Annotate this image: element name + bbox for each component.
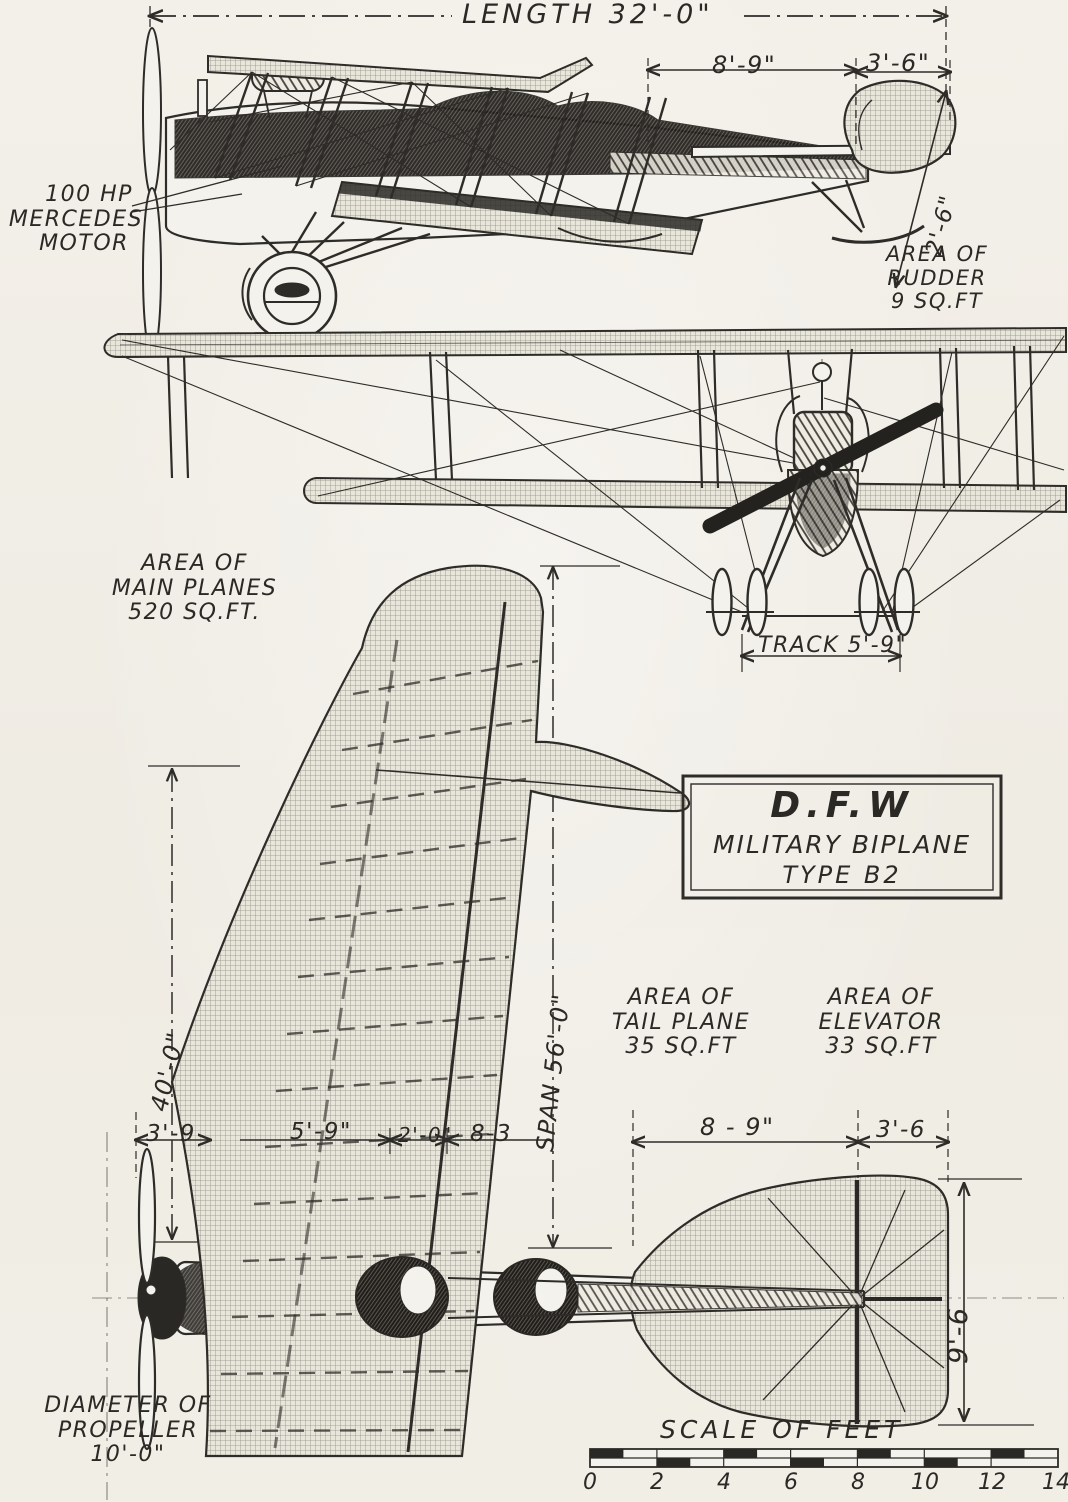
motor-label-line3: MOTOR — [39, 231, 129, 257]
scale-tick-14: 14 — [1042, 1470, 1068, 1495]
side-rudder — [843, 79, 957, 174]
rear-wheel-hint — [241, 267, 253, 321]
plan-main-wing — [170, 564, 691, 1458]
main-planes-area-label: AREA OF MAIN PLANES 520 SQ.FT. — [111, 551, 278, 626]
rear-spar — [273, 639, 399, 1449]
tail-dimensions — [648, 58, 950, 286]
plan-prop-blade-lower — [137, 1313, 157, 1451]
lower-wing-overlap-line — [375, 769, 681, 794]
track-dimension — [742, 634, 900, 672]
side-propeller-blade-upper — [142, 27, 162, 197]
propeller-diameter-label: DIAMETER OF PROPELLER 10'-0" — [44, 1393, 212, 1468]
plan-dimension-row — [136, 1110, 948, 1246]
elevator-cables — [762, 1189, 945, 1413]
scale-tick-12: 12 — [978, 1470, 1006, 1495]
motor-label: 100 HP MERCEDES MOTOR — [2, 182, 150, 257]
side-view — [131, 6, 957, 357]
front-lower-wing — [303, 476, 1067, 514]
scale-tick-4: 4 — [717, 1470, 731, 1495]
title-line1: D.F.W — [770, 785, 914, 826]
rudder-inner-line — [858, 99, 873, 151]
scale-tick-8: 8 — [851, 1470, 865, 1495]
side-lower-wing-leading-edge — [339, 181, 703, 232]
tailplane-dim-label: 8'-9" — [712, 51, 777, 79]
motor-label-line1: 100 HP — [45, 182, 133, 207]
elevator-dim-label: 3'-6" — [866, 49, 931, 77]
front-interplane-struts — [166, 345, 1036, 491]
motor-label-line2: MERCEDES — [8, 206, 144, 232]
scale-bar-graphic — [589, 1448, 1059, 1468]
front-view — [103, 326, 1067, 672]
side-interplane-struts — [213, 71, 668, 225]
elevator-area-label: AREA OF ELEVATOR 33 SQ.FT — [818, 985, 944, 1060]
side-wheel-inner — [262, 266, 322, 326]
walkway-arc — [557, 227, 663, 243]
side-bracing-wires — [169, 71, 630, 225]
dim-3-9-label: 3'-9 — [146, 1121, 196, 1147]
motor-leader-line — [131, 165, 283, 207]
plan-prop-blade-upper — [137, 1147, 157, 1285]
cabane-ring — [812, 362, 832, 382]
side-wheel-hub — [274, 282, 310, 298]
scale-tick-10: 10 — [911, 1470, 939, 1495]
scale-tick-6: 6 — [784, 1470, 798, 1495]
dim-5-9-label: 5'-9" — [290, 1119, 352, 1145]
title-line2: MILITARY BIPLANE — [712, 830, 972, 859]
title-line3: TYPE B2 — [782, 861, 902, 889]
dim-8-9-label: 8 - 9" — [700, 1113, 775, 1141]
tailplane-span-dimension — [938, 1178, 1034, 1426]
dim-8-3-label: 8-3 — [470, 1121, 513, 1147]
rear-fuselage-hatch — [577, 1283, 863, 1313]
plan-view — [92, 564, 1064, 1500]
front-cowl-right — [847, 397, 870, 473]
wing-ribs — [209, 659, 539, 1433]
front-wheels — [706, 567, 920, 637]
span-dimension — [528, 565, 620, 1249]
tail-plane-area-label: AREA OF TAIL PLANE 35 SQ.FT — [611, 985, 751, 1060]
scale-tick-0: 0 — [583, 1470, 597, 1495]
front-cowl-left — [775, 395, 801, 473]
side-top-wing — [207, 54, 594, 94]
scale-bar-title: SCALE OF FEET — [660, 1415, 904, 1444]
length-dimension-label: LENGTH 32'-0" — [462, 0, 714, 30]
exhaust-stack — [197, 79, 208, 117]
rudder-area-label: AREA OF RUDDER 9 SQ.FT — [885, 242, 989, 314]
title-box-frame — [681, 774, 1003, 900]
side-rear-fuselage-hatch — [609, 151, 867, 180]
dim-3-6-bottom-label: 3'-6 — [876, 1117, 926, 1143]
track-dim-label: TRACK 5'-9" — [758, 633, 908, 658]
title-box: D.F.W MILITARY BIPLANE TYPE B2 — [683, 776, 1001, 898]
scale-tick-2: 2 — [650, 1470, 664, 1495]
dim-9-6-label: 9'-6 — [943, 1306, 974, 1364]
dim-2-0-label: 2'-0" — [398, 1123, 453, 1147]
